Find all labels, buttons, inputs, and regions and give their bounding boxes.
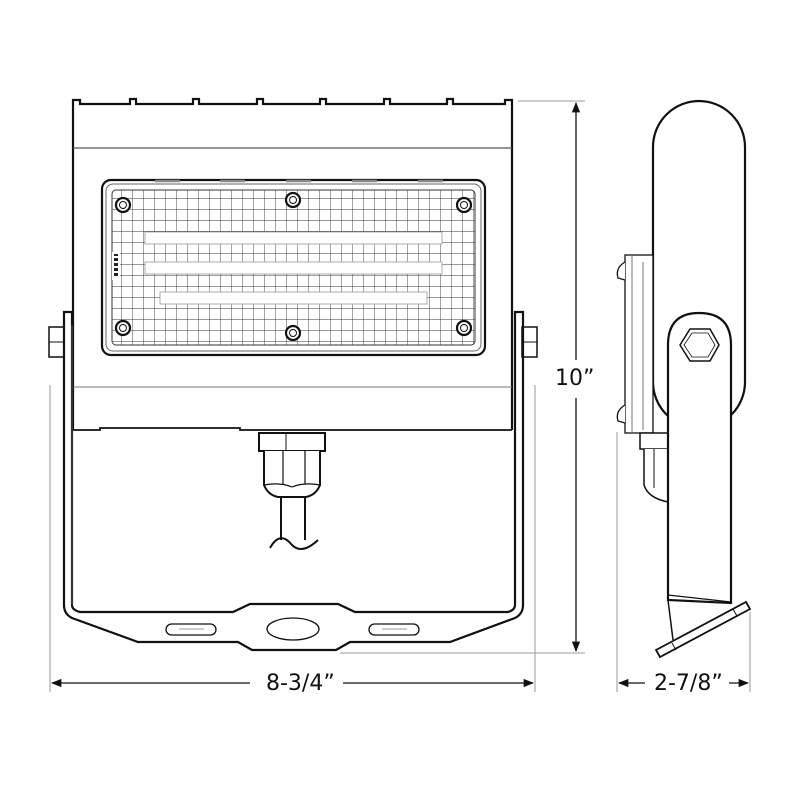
model-label-glyphs: [114, 254, 118, 276]
side-lens-module: [616, 254, 654, 434]
front-view: [48, 97, 538, 652]
screw-icon: [455, 319, 473, 337]
side-view: [616, 99, 752, 659]
depth-dimension-label: 2-7/8”: [648, 673, 729, 695]
led-strips: [144, 231, 443, 305]
screw-icon: [284, 191, 302, 209]
led-strip-1: [144, 231, 443, 245]
screw-icon: [455, 196, 473, 214]
cable-gland: [258, 432, 326, 498]
led-strip-2: [144, 261, 443, 275]
power-cable: [269, 497, 319, 550]
u-bracket: [62, 310, 525, 652]
screw-icon: [284, 324, 302, 342]
lens-screws: [114, 191, 473, 342]
bracket-slots: [165, 617, 420, 641]
dimension-lines: [49, 100, 751, 692]
side-mounting-foot: [654, 600, 752, 659]
side-bracket-arm: [666, 311, 733, 641]
bracket-center-hole: [266, 617, 320, 641]
bracket-slot-left: [165, 623, 217, 636]
side-cable-gland: [639, 432, 669, 503]
width-dimension-label: 8-3/4”: [258, 673, 343, 695]
bracket-slot-right: [368, 623, 420, 636]
led-strip-3: [159, 291, 428, 305]
screw-icon: [114, 319, 132, 337]
screw-icon: [114, 196, 132, 214]
height-dimension-label: 10”: [555, 366, 595, 392]
